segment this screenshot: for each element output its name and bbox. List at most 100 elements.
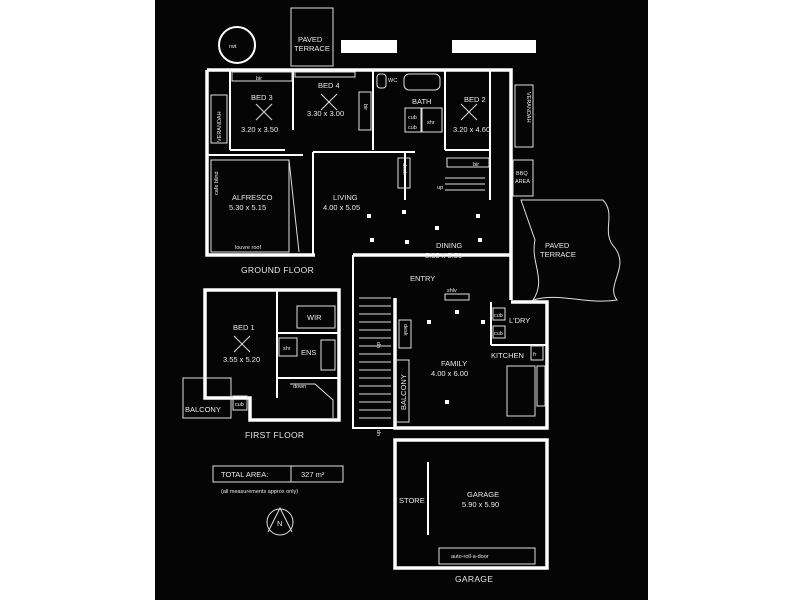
family-desk-label: desk [402,324,408,336]
ceiling-fan-icon [460,103,478,121]
family-desk [398,319,412,349]
bed4-label: BED 4 [318,81,340,90]
alfresco-size: 5.30 x 5.15 [229,203,266,212]
floor-plan-drawing: rwt PAVED TERRACE VERANDAH VERANDAH BED … [182,7,621,584]
balcony-first-floor [182,377,232,419]
family-size: 4.00 x 6.00 [431,369,468,378]
family-label: FAMILY [441,359,467,368]
ens-label: ENS [301,348,316,357]
bed3-bir-label: bir [256,76,262,82]
fridge-label: fr [533,352,537,358]
verandah-left-label: VERANDAH [217,111,223,142]
paved-terrace-top [290,7,334,67]
shlv-label: shlv [447,288,457,294]
bbq-area [512,159,534,197]
alfresco-area [210,159,290,253]
bed3-label: BED 3 [251,93,273,102]
paved-terrace-right-label-2: TERRACE [540,250,576,259]
total-area-label: TOTAL AREA: [221,470,268,479]
bbq-label-2: AREA [515,179,530,185]
downlight [445,400,449,404]
first-floor-cub-label: cub [235,402,244,408]
robe [294,71,356,78]
bed2-size: 3.20 x 4.60 [453,125,490,134]
paved-terrace-right [520,199,621,302]
vanity [404,107,422,133]
garage-door [438,547,536,565]
robe [358,91,372,131]
shelving [444,293,470,301]
ground-floor-outer-wall [205,68,513,300]
ground-floor-caption: GROUND FLOOR [241,265,314,275]
stair-down [290,383,334,418]
wir-label: WIR [307,313,322,322]
garage-outer-wall [393,438,549,570]
dining-size: 5.35 x 5.50 [425,251,462,260]
rwt-label: rwt [229,44,237,50]
ceiling-fan-icon [255,103,273,121]
toilet [376,73,387,89]
measurement-disclaimer: (all measurements approx only) [221,489,298,495]
alfresco-label: ALFRESCO [232,193,273,202]
bed4-bir-label: bir [362,104,368,110]
bed1-size: 3.55 x 5.20 [223,355,260,364]
garage-size: 5.90 x 5.90 [462,500,499,509]
north-arrow-needle [267,506,293,533]
ldry-label: L'DRY [509,316,530,325]
total-area-value: 327 m² [301,470,325,479]
first-floor-caption: FIRST FLOOR [245,430,304,440]
downlight [455,310,459,314]
bed4-size: 3.30 x 3.00 [307,109,344,118]
kitchen-label: KITCHEN [491,351,524,360]
robe [446,157,490,168]
garage-caption: GARAGE [455,574,493,584]
wc-label: WC [388,78,397,84]
walk-in-robe [296,305,336,329]
cafe-blind-label: cafe blind [214,171,220,195]
kitchen-bench [506,365,536,417]
downlight [405,240,409,244]
bed2-bir-label: bir [473,162,479,168]
ensuite-shower [278,337,298,357]
ldry-cub-label-2: cub [494,331,503,337]
downlight [427,320,431,324]
verandah-right [514,84,534,148]
paved-terrace-top-label-2: TERRACE [294,44,330,53]
north-label: N [277,519,282,528]
main-stair-up-label: up [376,342,382,348]
ensuite-shr-label: shr [283,346,291,352]
cupboard [232,395,248,411]
living-size: 4.00 x 5.05 [323,203,360,212]
bath-cub-label-2: cub [408,125,417,131]
louvre-roof-line [288,159,300,253]
ensuite-vanity [320,339,336,371]
downlight [478,238,482,242]
bbq-label: BBQ [516,171,528,177]
first-floor-outer-wall [203,288,341,422]
garage-door-label: auto-roll-a-door [451,554,489,560]
laundry-cupboard [492,325,506,339]
stair-up-label: up [437,185,443,191]
shower [421,107,443,133]
ceiling-fan-icon [320,93,338,111]
verandah-right-label: VERANDAH [525,92,531,123]
living-desk-label: desk [401,163,407,175]
lower-stair-up-label: up [376,430,382,436]
downlight [367,214,371,218]
kitchen-cooktop [536,365,546,407]
entry-label: ENTRY [410,274,435,283]
downlight [481,320,485,324]
main-stair-treads [359,297,391,419]
total-area-box [212,465,344,483]
downlight [402,210,406,214]
balcony-family [394,359,410,423]
ceiling-fan-icon [233,335,251,353]
bathtub [403,73,441,91]
living-label: LIVING [333,193,358,202]
rainwater-tank [218,26,256,64]
balcony-family-label: BALCONY [399,374,408,410]
balcony-first-floor-label: BALCONY [185,405,221,414]
dining-label: DINING [436,241,462,250]
louvre-roof-label: louvre roof [235,245,261,251]
bath-shr-label: shr [427,120,435,126]
